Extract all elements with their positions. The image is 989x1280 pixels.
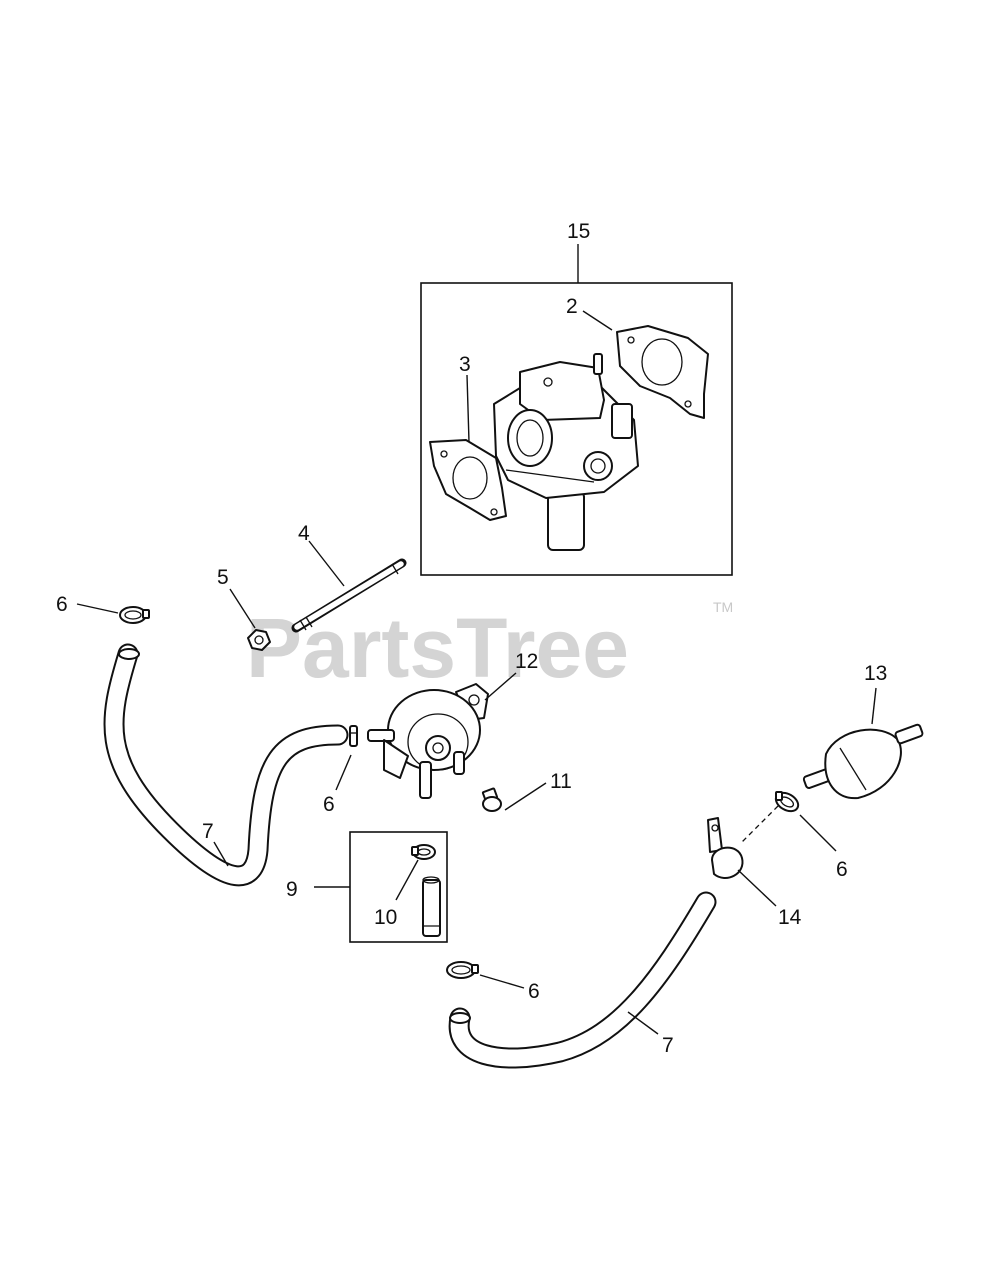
- callout-4[interactable]: 4: [298, 522, 310, 545]
- callout-11[interactable]: 11: [550, 770, 572, 793]
- leader-6a: [76, 603, 119, 614]
- carburetor[interactable]: [493, 353, 639, 551]
- leader-14: [737, 869, 777, 907]
- fitting-clamp[interactable]: [411, 844, 436, 860]
- mounting-bolt[interactable]: [481, 787, 502, 812]
- hose-clamp-2[interactable]: [349, 725, 358, 747]
- carburetor-gasket-inner[interactable]: [429, 439, 507, 521]
- leader-7b: [627, 1011, 659, 1035]
- hex-nut[interactable]: [247, 629, 271, 651]
- hose-clamp-1[interactable]: [119, 606, 150, 624]
- fuel-pump[interactable]: [367, 683, 489, 799]
- leader-3: [466, 374, 470, 443]
- carburetor-kit-box: [420, 282, 733, 576]
- callout-6d[interactable]: 6: [528, 980, 540, 1003]
- fuel-filter[interactable]: [802, 723, 924, 800]
- assembly-dash-line: [741, 805, 779, 843]
- fuel-hose-2[interactable]: [448, 891, 717, 1069]
- watermark-text: PartsTree: [246, 601, 629, 695]
- leader-11: [504, 782, 547, 811]
- leader-6d: [479, 974, 525, 989]
- leader-10: [395, 859, 419, 901]
- callout-6c[interactable]: 6: [836, 858, 848, 881]
- watermark-trademark: TM: [713, 599, 733, 615]
- leader-2: [582, 310, 613, 331]
- callout-12[interactable]: 12: [515, 650, 538, 673]
- mounting-stud[interactable]: [291, 558, 407, 633]
- leader-6c: [799, 814, 837, 852]
- fuel-hose-1[interactable]: [103, 643, 349, 887]
- callout-15[interactable]: 15: [567, 220, 590, 243]
- callout-13[interactable]: 13: [864, 662, 887, 685]
- callout-3[interactable]: 3: [459, 353, 471, 376]
- carburetor-gasket-outer[interactable]: [616, 325, 709, 419]
- callout-9[interactable]: 9: [286, 878, 298, 901]
- leader-12: [484, 672, 517, 701]
- leader-5: [229, 588, 256, 629]
- callout-7b[interactable]: 7: [662, 1034, 674, 1057]
- callout-7a[interactable]: 7: [202, 820, 214, 843]
- callout-5[interactable]: 5: [217, 566, 229, 589]
- hose-clip[interactable]: [707, 817, 744, 879]
- leader-7a: [213, 841, 229, 867]
- hose-clamp-4[interactable]: [446, 961, 479, 979]
- callout-10[interactable]: 10: [374, 906, 397, 929]
- hose-clamp-3[interactable]: [773, 789, 802, 815]
- callout-14[interactable]: 14: [778, 906, 802, 929]
- callout-6b[interactable]: 6: [323, 793, 335, 816]
- callout-6a[interactable]: 6: [56, 593, 68, 616]
- callout-2[interactable]: 2: [566, 295, 578, 318]
- leader-4: [308, 540, 345, 587]
- leader-6b: [335, 754, 352, 791]
- fuel-fitting[interactable]: [422, 876, 441, 937]
- leader-13: [871, 687, 877, 725]
